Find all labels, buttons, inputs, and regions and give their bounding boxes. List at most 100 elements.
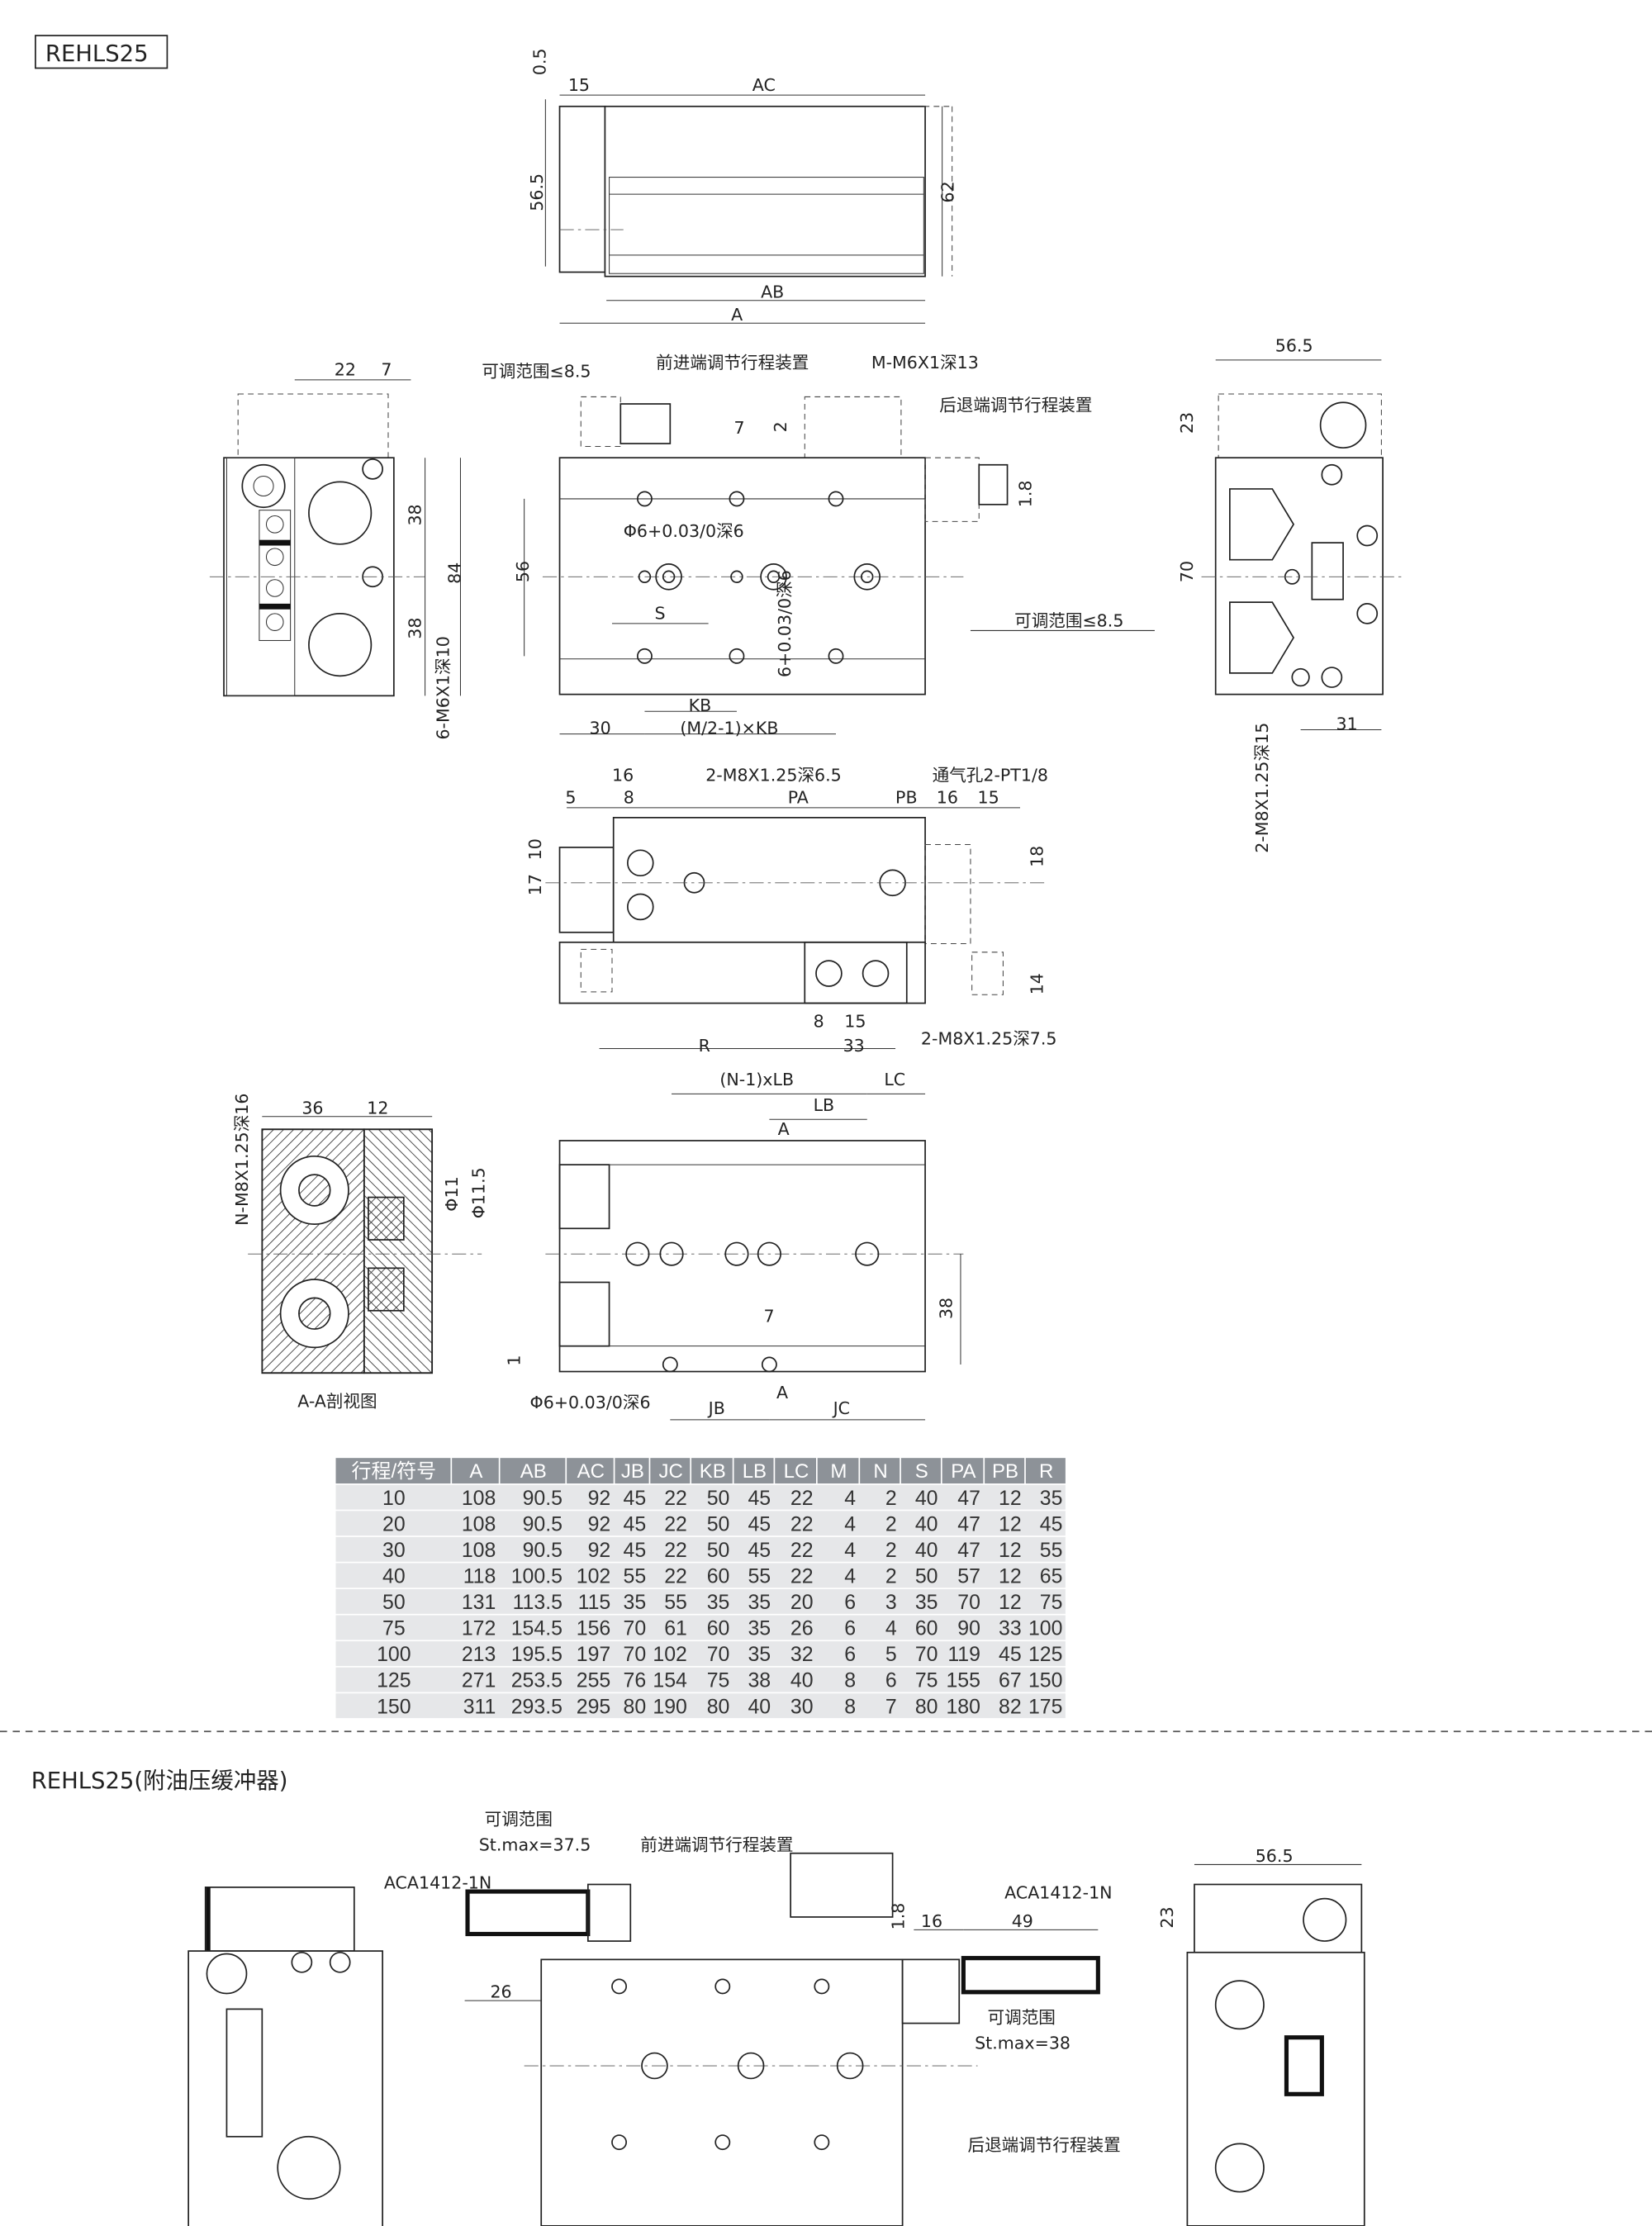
table-header-label: JB: [621, 1460, 644, 1483]
dimension-label: 31: [1336, 714, 1357, 734]
side-view-left: 22 7 38 38 84 6-M6X1深10: [209, 360, 464, 740]
table-cell: 22: [664, 1487, 687, 1510]
table-cell: 50: [707, 1539, 730, 1562]
table-header-label: PB: [992, 1460, 1018, 1483]
table-cell: 197: [577, 1643, 610, 1666]
table-cell: 70: [624, 1643, 647, 1666]
table-cell: 30: [382, 1539, 406, 1562]
dimension-label: 22: [335, 360, 356, 380]
table-cell: 4: [844, 1512, 856, 1535]
table-cell: 2: [885, 1564, 897, 1588]
dimension-label: 16: [937, 788, 958, 808]
table-cell: 108: [462, 1539, 496, 1562]
dimension-label: 10: [525, 838, 545, 860]
table-header-label: M: [830, 1460, 847, 1483]
table-row: [335, 1563, 1066, 1588]
dimension-label: LC: [884, 1070, 905, 1089]
dimension-label: Φ6+0.03/0深6: [624, 521, 744, 541]
dimension-label: 49: [1012, 1911, 1033, 1931]
table-cell: 33: [999, 1617, 1022, 1640]
table-header-cell: [900, 1458, 941, 1484]
table-cell: 4: [844, 1564, 856, 1588]
dimension-label: A: [776, 1383, 788, 1403]
table-cell: 35: [624, 1591, 647, 1614]
table-cell: 45: [748, 1539, 771, 1562]
table-cell: 6: [844, 1643, 856, 1666]
table-cell: 154.5: [511, 1617, 563, 1640]
dimension-label: 23: [1157, 1906, 1177, 1928]
table-cell: 213: [462, 1643, 496, 1666]
dimension-label: 15: [844, 1012, 866, 1032]
dimension-label: ACA1412-1N: [1004, 1883, 1112, 1903]
dimension-label: S: [654, 604, 665, 624]
table-cell: 40: [748, 1695, 771, 1718]
end-view-right: 56.5 23 70 31 2-M8X1.25深15: [1177, 336, 1403, 853]
table-row: [335, 1511, 1066, 1536]
table-cell: 92: [588, 1512, 611, 1535]
table-cell: 45: [748, 1512, 771, 1535]
table-cell: 154: [653, 1669, 687, 1692]
dimension-label: 1: [505, 1355, 525, 1366]
dimension-label: 前进端调节行程装置: [640, 1834, 793, 1854]
table-cell: 6: [885, 1669, 897, 1692]
table-cell: 100.5: [511, 1564, 563, 1588]
table-cell: 80: [624, 1695, 647, 1718]
dimension-label: 2-M8X1.25深15: [1252, 723, 1272, 853]
table-cell: 125: [1028, 1643, 1062, 1666]
dimension-label: 56.5: [1256, 1846, 1294, 1866]
table-cell: 293.5: [511, 1695, 563, 1718]
table-header-cell: [452, 1458, 499, 1484]
table-header-label: 行程/符号: [352, 1460, 437, 1483]
table-cell: 40: [915, 1539, 938, 1562]
dimension-label: Φ6+0.03/0深6: [530, 1393, 651, 1412]
table-row: [335, 1693, 1066, 1719]
table-cell: 6: [844, 1617, 856, 1640]
table-cell: 60: [915, 1617, 938, 1640]
table-cell: 100: [377, 1643, 411, 1666]
table-cell: 295: [577, 1695, 610, 1718]
damper-side-view: [188, 1887, 383, 2226]
dimension-label: 12: [367, 1098, 388, 1118]
dimension-label: KB: [689, 695, 712, 715]
dimension-label: 1.8: [888, 1903, 908, 1930]
table-cell: 255: [577, 1669, 610, 1692]
dimension-label: AB: [761, 282, 784, 301]
table-cell: 60: [707, 1617, 730, 1640]
table-cell: 12: [999, 1564, 1022, 1588]
dimension-label: 6+0.03/0深6: [775, 570, 795, 677]
dimension-label: 后退端调节行程装置: [939, 396, 1092, 415]
model-title-box: REHLS25: [35, 35, 169, 69]
dimension-label: 15: [568, 75, 590, 95]
table-header-cell: [817, 1458, 859, 1484]
table-cell: 40: [382, 1564, 406, 1588]
table-header-cell: [775, 1458, 816, 1484]
dimension-label: PA: [788, 788, 809, 808]
table-cell: 119: [947, 1643, 980, 1666]
dimension-label: 15: [978, 788, 999, 808]
table-cell: 38: [748, 1669, 771, 1692]
table-cell: 40: [915, 1512, 938, 1535]
table-cell: 22: [790, 1512, 814, 1535]
dimension-label: Φ11.5: [469, 1167, 489, 1218]
dimension-label: 8: [814, 1012, 824, 1032]
dimension-label: A-A剖视图: [297, 1391, 377, 1411]
dimension-label: 1.8: [1016, 480, 1036, 507]
table-header-cell: [1025, 1458, 1066, 1484]
table-cell: 8: [844, 1669, 856, 1692]
table-header-cell: [500, 1458, 566, 1484]
table-cell: 70: [707, 1643, 730, 1666]
table-cell: 22: [790, 1564, 814, 1588]
table-header-cell: [942, 1458, 984, 1484]
table-cell: 102: [653, 1643, 686, 1666]
dimension-label: 0.5: [529, 48, 549, 75]
dimension-label: JB: [707, 1398, 725, 1418]
table-cell: 5: [885, 1643, 897, 1666]
table-cell: 75: [915, 1669, 938, 1692]
table-row: [335, 1589, 1066, 1614]
dimension-label: N-M8X1.25深16: [232, 1094, 252, 1226]
table-header-cell: [335, 1458, 451, 1484]
table-header-label: S: [915, 1460, 928, 1483]
plan-view: (N-1)xLB LB LC A 7 38 1 Φ6+0.03/0深6 A JB…: [505, 1070, 964, 1421]
table-cell: 55: [748, 1564, 771, 1588]
table-cell: 8: [844, 1695, 856, 1718]
